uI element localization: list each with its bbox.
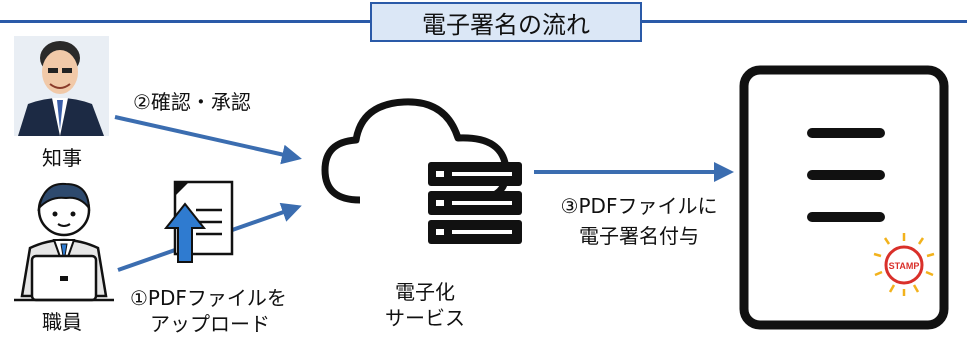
staff-label: 職員	[42, 310, 82, 334]
service-label-line1: 電子化	[395, 280, 455, 304]
stamp-text: STAMP	[889, 261, 920, 271]
step1-label-line2: アップロード	[150, 312, 270, 336]
upload-document-icon	[163, 180, 234, 263]
governor-avatar	[14, 36, 109, 136]
diagram-title-text: 電子署名の流れ	[422, 10, 590, 39]
approval-arrow	[114, 115, 302, 165]
governor-label: 知事	[42, 146, 82, 170]
step3-label-line2: 電子署名付与	[579, 224, 699, 248]
step1-label-line1: ①PDFファイルを	[130, 286, 287, 310]
service-label-line2: サービス	[385, 306, 465, 330]
staff-avatar	[14, 182, 114, 302]
stamp-icon: STAMP	[873, 233, 935, 296]
step2-label: ②確認・承認	[133, 90, 251, 114]
diagram-title: 電子署名の流れ	[370, 2, 642, 42]
cloud-server-icon	[321, 98, 522, 244]
step3-label-line1: ③PDFファイルに	[560, 194, 718, 218]
